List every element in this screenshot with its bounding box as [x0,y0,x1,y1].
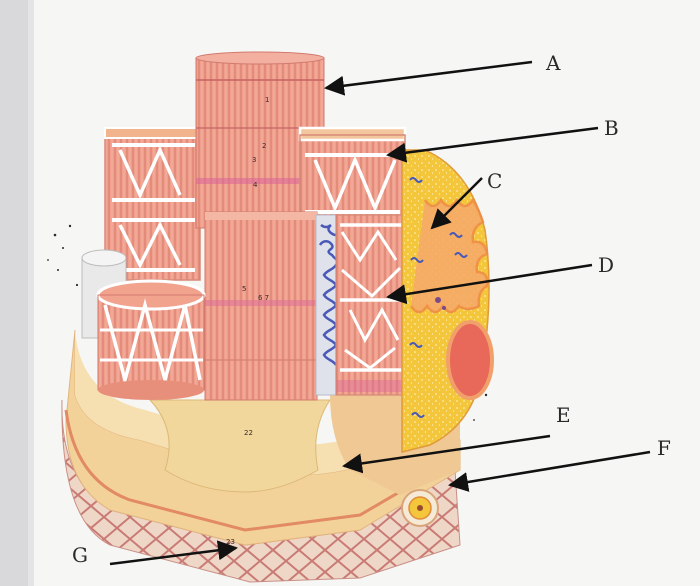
callout-label-e: E [556,403,571,427]
arrow-f [448,450,651,492]
model-number-6: 6 7 [258,294,269,302]
middle-myofibril [204,211,318,401]
model-number-4: 4 [253,181,258,189]
callout-label-g: G [72,543,88,567]
model-number-23: 23 [226,538,235,546]
callout-label-a: A [545,51,561,75]
callout-label-b: B [604,116,619,140]
model-number-22: 22 [244,429,253,437]
connective-base [61,329,461,583]
left-cylinder-myofibril [81,249,206,400]
model-number-1: 1 [265,96,269,104]
arrow-b [386,126,599,163]
sarcoplasm-nucleus-zone [401,149,494,453]
callout-label-c: C [487,169,502,193]
arrow-a [324,60,533,96]
reticulum-mesh-d [335,214,407,396]
model-number-2: 2 [262,142,266,150]
callout-label-f: F [657,436,671,460]
model-number-3: 3 [252,156,256,164]
arrow-g [109,540,238,566]
capillary-cross-section [401,489,439,527]
arrow-d [386,263,593,305]
sarcoplasmic-reticulum-right [298,126,407,221]
t-tubule-column [315,214,342,396]
arrow-e [342,434,551,474]
model-number-5: 5 [242,285,246,293]
callout-arrows [109,60,651,566]
arrow-c [430,177,483,230]
sarcoplasmic-reticulum-left [104,127,201,281]
callout-label-d: D [598,253,614,277]
